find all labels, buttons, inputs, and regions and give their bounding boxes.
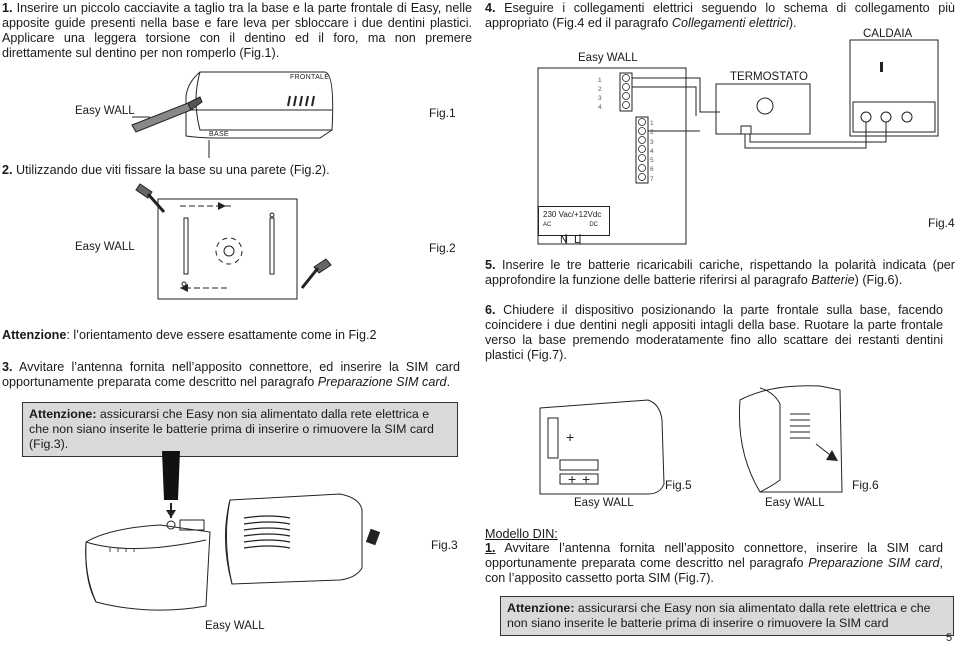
fig1-device-label: Easy WALL <box>75 105 135 117</box>
fig1-front-label: FRONTALE <box>290 74 330 81</box>
supply-dc-sub: DC <box>589 222 599 228</box>
step-4: 4. Eseguire i collegamenti elettrici seg… <box>485 1 956 30</box>
fig3-label: Fig.3 <box>431 538 458 552</box>
thermostat-icon <box>715 83 811 135</box>
fig6-device-label: Easy WALL <box>765 497 825 509</box>
fig3-device-label: Easy WALL <box>205 620 265 632</box>
fig1-base-label: BASE <box>209 131 229 138</box>
screw-icon-1 <box>135 183 166 213</box>
fig4-device-label: Easy WALL <box>578 52 638 64</box>
fig4-thermostat-label: TERMOSTATO <box>730 71 808 83</box>
fig2-device-label: Easy WALL <box>75 241 135 253</box>
supply-v: 230 Vac <box>543 210 572 219</box>
fig5-label: Fig.5 <box>665 478 692 492</box>
warning-din-box: Attenzione: assicurarsi che Easy non sia… <box>500 596 954 636</box>
fig1-label: Fig.1 <box>429 106 456 120</box>
din-step-1: 1. Avvitare l’antenna fornita nell’appos… <box>485 541 943 585</box>
step-2-text: Utilizzando due viti fissare la base su … <box>16 163 330 177</box>
svg-text:+: + <box>568 471 576 487</box>
terminal-block-b <box>635 116 649 184</box>
svg-text:+: + <box>566 429 574 445</box>
warning-power-box: Attenzione: assicurarsi che Easy non sia… <box>22 402 458 457</box>
warning-orientation: Attenzione: l’orientamento deve essere e… <box>2 328 377 342</box>
page-number: 5 <box>946 632 953 644</box>
fig6-label: Fig.6 <box>852 478 879 492</box>
line-label: L <box>574 234 581 246</box>
fig2-label: Fig.2 <box>429 241 456 255</box>
battery-icons-fig5: + + + <box>547 417 599 487</box>
terminal-block-a <box>619 72 633 112</box>
svg-text:+: + <box>582 471 590 487</box>
fig4-label: Fig.4 <box>928 216 955 230</box>
step-6: 6. Chiudere il dispositivo posizionando … <box>485 303 943 362</box>
antenna-icon <box>162 451 180 530</box>
sim-card-icon <box>365 528 381 546</box>
supply-dc: /+12Vdc <box>571 210 602 219</box>
fig4-boiler-label: CALDAIA <box>863 28 913 40</box>
screw-icon-2 <box>300 258 332 289</box>
step-3: 3. Avvitare l’antenna fornita nell’appos… <box>2 360 460 389</box>
step-1-text: Inserire un piccolo cacciavite a taglio … <box>2 1 473 60</box>
supply-ac: AC <box>543 222 552 228</box>
fig5-device-label: Easy WALL <box>574 497 634 509</box>
step-5: 5. Inserire le tre batterie ricaricabili… <box>485 258 956 287</box>
neutral-label: N <box>560 234 568 246</box>
step-2: 2. Utilizzando due viti fissare la base … <box>2 163 330 177</box>
step-1: 1. Inserire un piccolo cacciavite a tagl… <box>2 1 473 60</box>
din-heading: Modello DIN: <box>485 527 558 541</box>
